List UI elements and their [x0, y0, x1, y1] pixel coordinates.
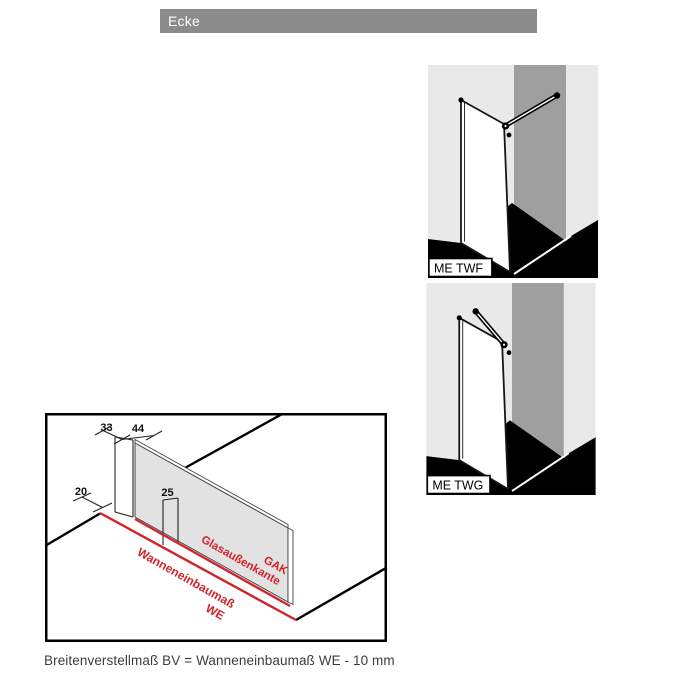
glass-outer-edge-line: [134, 517, 291, 608]
wall-top-line: [182, 413, 285, 471]
wall-column: [514, 65, 566, 241]
dim-value-44: 44: [132, 423, 145, 435]
wall-mount-knob: [553, 92, 561, 99]
wall-profile: [114, 436, 134, 518]
glass-fitting-dot: [506, 132, 512, 138]
glass-panel-iso: [134, 438, 294, 606]
wall-bracket-knob: [458, 97, 464, 103]
floor-line-right: [295, 566, 387, 622]
product-code: ME TWG: [432, 479, 483, 493]
dimension-lines: [72, 425, 179, 545]
glass-pane: [458, 316, 509, 491]
dim-line-44: [121, 434, 155, 441]
glass-clamp-center: [504, 124, 507, 128]
floor-line-left: [45, 512, 101, 548]
dim-line-33: [102, 430, 123, 440]
floor-edge-highlight: [513, 235, 572, 275]
glass-fitting-dot: [506, 350, 512, 356]
product-figure-me-twg: ME TWG: [426, 283, 596, 495]
support-bar-highlight: [475, 311, 505, 346]
section-title: Ecke: [168, 13, 200, 29]
support-bar-horizontal: [501, 92, 561, 138]
support-bar-angled: [472, 308, 512, 356]
tray-installation-line: [99, 511, 297, 622]
product-figure-me-twf: ME TWF: [428, 65, 598, 278]
formula-caption: Breitenverstellmaß BV = Wanneneinbaumaß …: [44, 653, 395, 668]
figure-label-box: ME TWF: [428, 257, 493, 278]
dim-value-25: 25: [161, 487, 173, 499]
support-bar-highlight: [504, 95, 557, 127]
label-frame: [428, 257, 493, 278]
dimension-drawing: 33 44 20 25 Glasaußenkante GAK Wannenein…: [45, 413, 387, 642]
wall-mount-knob: [472, 308, 479, 315]
dim-value-20: 20: [75, 486, 87, 498]
dim-value-33: 33: [100, 422, 112, 434]
glass-right-edge: [287, 527, 294, 606]
glass-pane: [460, 98, 511, 274]
glass-panel: [456, 315, 509, 491]
wall-bracket-knob: [456, 315, 462, 321]
glass-clamp-center: [502, 343, 506, 346]
figure-label-box: ME TWG: [426, 474, 491, 495]
glass-panel: [458, 97, 511, 274]
floor-edge-highlight: [511, 452, 570, 492]
dim-line-25: [162, 497, 179, 501]
profile-bottom: [114, 511, 134, 518]
product-code: ME TWF: [434, 262, 483, 276]
drawing-border: [45, 413, 387, 642]
wall-column: [511, 283, 564, 459]
section-header-bar: Ecke: [160, 9, 537, 33]
floor-lines: [45, 413, 387, 622]
label-frame: [426, 474, 491, 495]
dim-line-20: [81, 496, 103, 508]
